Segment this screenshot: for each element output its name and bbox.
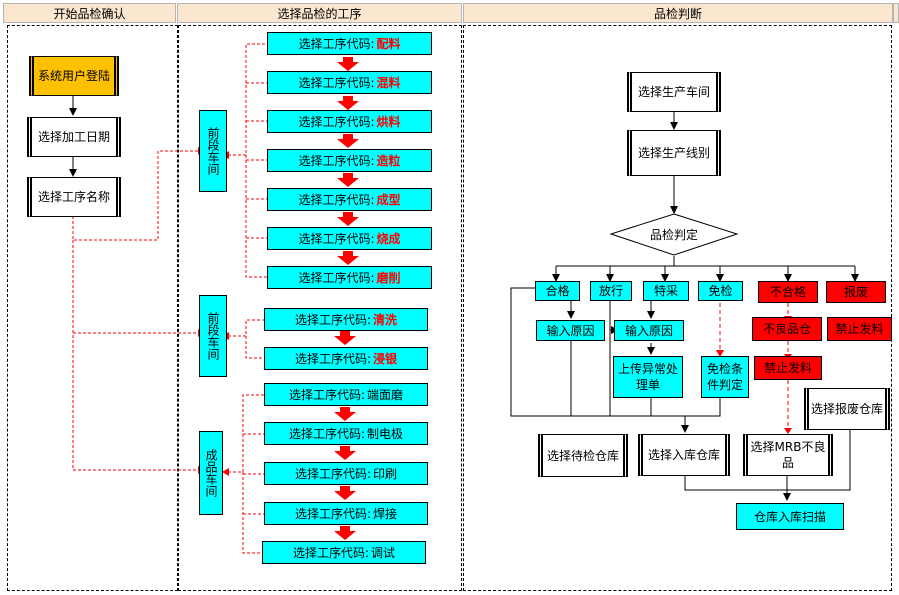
workshop-finished[interactable]: 成品车间 xyxy=(199,431,223,515)
step-prefix: 选择工序代码: xyxy=(298,37,375,51)
step-code: 配料 xyxy=(376,37,401,51)
step-front1-1[interactable]: 选择工序代码:混料 xyxy=(267,71,432,94)
lane-start xyxy=(7,25,178,591)
step-prefix: 选择工序代码: xyxy=(294,467,372,481)
step-prefix: 选择工序代码: xyxy=(298,271,375,285)
reason-box-1[interactable]: 输入原因 xyxy=(536,320,605,341)
step-code: 成型 xyxy=(376,193,401,207)
step-front1-4[interactable]: 选择工序代码:成型 xyxy=(267,188,432,211)
step-front1-3[interactable]: 选择工序代码:造粒 xyxy=(267,149,432,172)
concession-box[interactable]: 特采 xyxy=(643,281,689,301)
release-box[interactable]: 放行 xyxy=(590,281,632,301)
select-scrap-warehouse-box[interactable]: 选择报废仓库 xyxy=(804,388,890,430)
step-front1-5[interactable]: 选择工序代码:烧成 xyxy=(267,227,432,250)
step-front2-0[interactable]: 选择工序代码:清洗 xyxy=(264,308,428,331)
step-code: 端面磨 xyxy=(367,388,404,402)
select-inbound-warehouse-box[interactable]: 选择入库仓库 xyxy=(638,434,730,476)
step-prefix: 选择工序代码: xyxy=(294,507,372,521)
step-finished-2[interactable]: 选择工序代码:印刷 xyxy=(264,462,428,485)
select-line-box[interactable]: 选择生产线别 xyxy=(627,130,721,176)
lane-process xyxy=(178,25,462,591)
step-prefix: 选择工序代码: xyxy=(298,232,375,246)
warehouse-scan-box[interactable]: 仓库入库扫描 xyxy=(736,503,844,530)
step-code: 混料 xyxy=(376,76,401,90)
exempt-condition-box[interactable]: 免检条件判定 xyxy=(701,356,749,398)
exempt-box[interactable]: 免检 xyxy=(698,281,743,301)
forbid-issue-box-1[interactable]: 禁止发料 xyxy=(827,317,892,341)
step-finished-4[interactable]: 选择工序代码:调试 xyxy=(262,541,426,564)
step-finished-0[interactable]: 选择工序代码:端面磨 xyxy=(264,383,428,406)
step-front1-0[interactable]: 选择工序代码:配料 xyxy=(267,32,432,55)
select-process-box[interactable]: 选择工序名称 xyxy=(27,177,121,217)
header-select-process: 选择品检的工序 xyxy=(177,3,462,23)
step-front2-1[interactable]: 选择工序代码:浸银 xyxy=(264,347,428,370)
system-login-box[interactable]: 系统用户登陆 xyxy=(29,56,119,96)
upload-exception-box[interactable]: 上传异常处理单 xyxy=(613,356,683,398)
step-front1-6[interactable]: 选择工序代码:磨削 xyxy=(267,266,432,289)
reason-box-2[interactable]: 输入原因 xyxy=(614,320,684,341)
step-front1-2[interactable]: 选择工序代码:烘料 xyxy=(267,110,432,133)
select-pending-warehouse-box[interactable]: 选择待检仓库 xyxy=(538,434,628,477)
step-prefix: 选择工序代码: xyxy=(298,193,375,207)
step-code: 造粒 xyxy=(376,154,401,168)
header-qc-judgement: 品检判断 xyxy=(463,3,893,23)
defect-warehouse-box[interactable]: 不良品仓 xyxy=(752,317,822,341)
step-finished-1[interactable]: 选择工序代码:制电极 xyxy=(264,422,428,445)
step-prefix: 选择工序代码: xyxy=(298,76,375,90)
decision-label: 品检判定 xyxy=(649,228,698,242)
lane-judgement xyxy=(463,25,892,591)
step-prefix: 选择工序代码: xyxy=(294,352,372,366)
workshop-front-2[interactable]: 前段车间 xyxy=(199,295,227,377)
step-code: 烧成 xyxy=(376,232,401,246)
select-mrb-warehouse-box[interactable]: 选择MRB不良品 xyxy=(743,434,833,476)
select-workshop-box[interactable]: 选择生产车间 xyxy=(627,72,721,112)
forbid-issue-box-2[interactable]: 禁止发料 xyxy=(754,356,822,380)
step-code: 清洗 xyxy=(373,313,398,327)
header-start-qc: 开始品检确认 xyxy=(3,3,176,23)
step-code: 焊接 xyxy=(373,507,398,521)
step-code: 浸银 xyxy=(373,352,398,366)
step-finished-3[interactable]: 选择工序代码:焊接 xyxy=(264,502,428,525)
step-code: 调试 xyxy=(371,546,396,560)
workshop-front-1[interactable]: 前段车间 xyxy=(199,110,227,192)
step-prefix: 选择工序代码: xyxy=(292,546,370,560)
select-date-box[interactable]: 选择加工日期 xyxy=(27,117,121,157)
step-code: 制电极 xyxy=(367,427,404,441)
step-code: 印刷 xyxy=(373,467,398,481)
step-prefix: 选择工序代码: xyxy=(288,388,366,402)
decision-diamond xyxy=(609,213,739,256)
scrap-box[interactable]: 报废 xyxy=(826,281,886,303)
step-prefix: 选择工序代码: xyxy=(294,313,372,327)
step-code: 烘料 xyxy=(376,115,401,129)
fail-box[interactable]: 不合格 xyxy=(758,281,818,303)
step-code: 磨削 xyxy=(376,271,401,285)
step-prefix: 选择工序代码: xyxy=(298,154,375,168)
step-prefix: 选择工序代码: xyxy=(288,427,366,441)
pass-box[interactable]: 合格 xyxy=(535,281,580,301)
step-prefix: 选择工序代码: xyxy=(298,115,375,129)
